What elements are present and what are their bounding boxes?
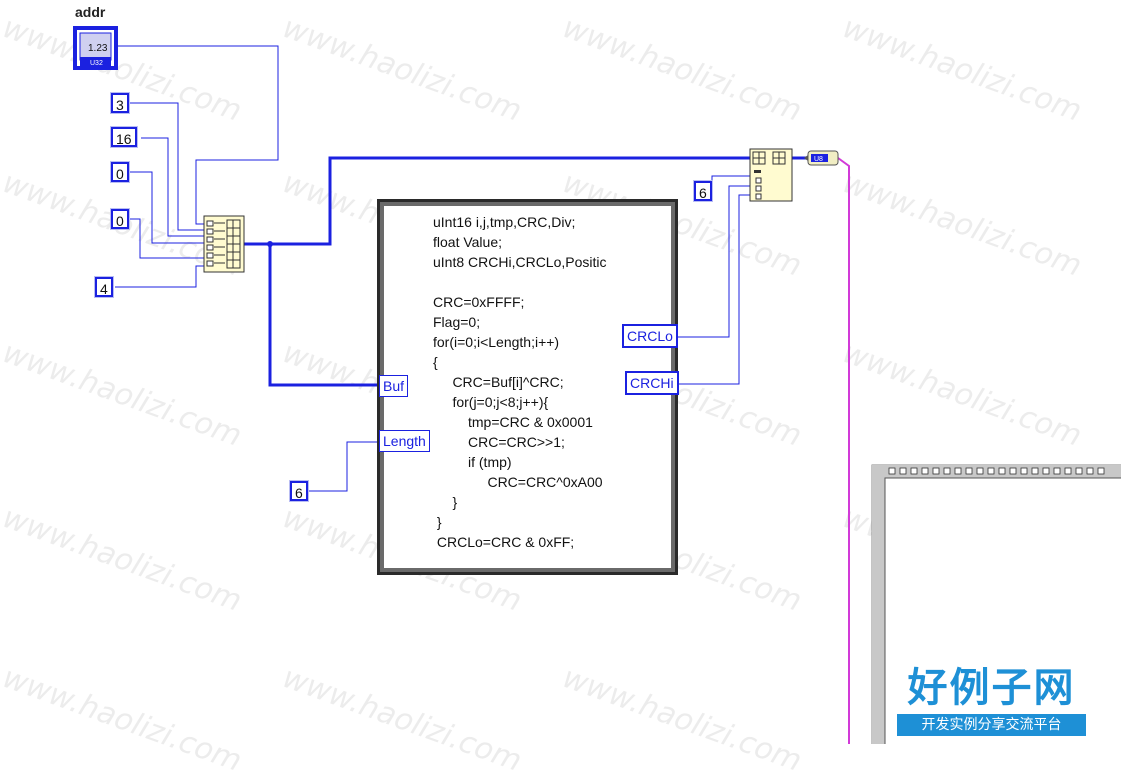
build-array-concat-node[interactable] [750,149,792,201]
constant-16[interactable]: 16 [111,127,137,147]
code-line: CRC=CRC>>1; [433,434,565,450]
watermark-text: www.haolizi.com [838,165,1087,284]
watermark-text: www.haolizi.com [838,500,1087,619]
build-array-node[interactable] [204,216,244,272]
watermark-text: www.haolizi.com [838,335,1087,454]
watermark-text: www.haolizi.com [838,10,1087,129]
wire-const-4 [115,265,205,288]
wire-const-3 [129,102,205,231]
haolizi-logo: 好例子网 开发实例分享交流平台 [895,664,1088,740]
wire-const-6-length [308,441,379,492]
wire-const-16 [141,137,205,237]
code-line: { [433,354,438,370]
code-line: uInt16 i,j,tmp,CRC,Div; [433,214,576,230]
watermark-text: www.haolizi.com [0,660,247,779]
watermark-text: www.haolizi.com [0,335,247,454]
code-line: for(j=0;j<8;j++){ [433,394,549,410]
formula-input-length[interactable]: Length [379,430,430,452]
wire-const-6-byte [711,175,754,192]
code-line: uInt8 CRCHi,CRCLo,Positic [433,254,607,270]
logo-subtitle: 开发实例分享交流平台 [897,714,1086,736]
watermark-text: www.haolizi.com [558,10,807,129]
code-line: tmp=CRC & 0x0001 [433,414,593,430]
wire-pink [837,157,850,744]
wire-array-buf [268,244,379,387]
logo-title: 好例子网 [907,665,1076,711]
code-line: float Value; [433,234,503,250]
code-line: for(i=0;i<Length;i++) [433,334,560,350]
formula-output-crclo[interactable]: CRCLo [622,324,678,348]
wire-crclo [675,185,754,338]
frame-sprocket-holes [888,467,1105,475]
code-line: CRC=0xFFFF; [433,294,525,310]
formula-output-crchi[interactable]: CRCHi [625,371,679,395]
code-line: CRCLo=CRC & 0xFF; [433,534,575,550]
wire-addr [118,45,279,225]
code-line: CRC=Buf[i]^CRC; [433,374,564,390]
wire-junction [267,241,273,247]
addr-label: addr [75,4,106,20]
code-line: } [433,514,442,530]
watermark-text: www.haolizi.com [278,10,527,129]
code-line [433,272,625,292]
constant-4[interactable]: 4 [95,277,113,297]
watermark-text: www.haolizi.com [278,660,527,779]
u8-indicator[interactable] [804,151,838,165]
constant-6-length[interactable]: 6 [290,481,308,501]
addr-control[interactable] [73,26,118,70]
code-line: Flag=0; [433,314,481,330]
code-line: } [433,494,458,510]
wire-crchi [675,194,754,385]
watermark-text: www.haolizi.com [558,660,807,779]
constant-0b[interactable]: 0 [111,209,129,229]
code-line: if (tmp) [433,454,512,470]
constant-6-byte[interactable]: 6 [694,181,712,201]
constant-0a[interactable]: 0 [111,162,129,182]
constant-3[interactable]: 3 [111,93,129,113]
formula-input-buf[interactable]: Buf [379,375,409,397]
formula-node-body [384,206,671,568]
formula-node-code[interactable]: uInt16 i,j,tmp,CRC,Div; float Value; uInt8… [433,212,625,552]
code-line: CRC=CRC^0xA00 [433,474,603,490]
watermark-text: www.haolizi.com [0,500,247,619]
wire-const-0a [130,171,205,244]
wire-const-0b [130,218,205,259]
